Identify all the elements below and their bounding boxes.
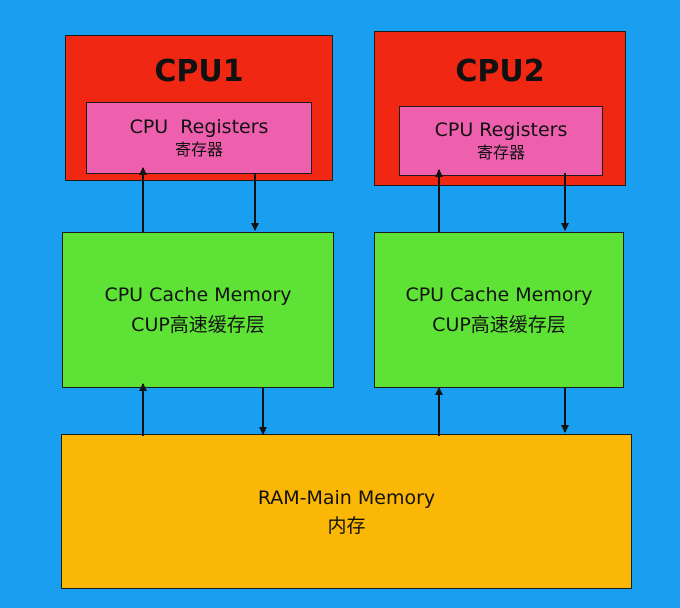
cpu2-registers-label-zh: 寄存器 xyxy=(476,143,525,162)
cpu1-registers-label: CPU Registers xyxy=(129,116,269,138)
cpu1-box: CPU1 CPU Registers 寄存器 xyxy=(65,35,333,181)
cpu2-cache-label: CPU Cache Memory xyxy=(405,284,593,306)
cpu2-registers-label: CPU Registers xyxy=(434,119,568,141)
cpu1-cache-label: CPU Cache Memory xyxy=(104,284,292,306)
cpu1-registers-label-zh: 寄存器 xyxy=(174,140,223,159)
cpu2-box: CPU2 CPU Registers 寄存器 xyxy=(374,31,626,186)
cpu1-cache-box: CPU Cache Memory CUP高速缓存层 xyxy=(62,232,334,388)
cpu1-cache-label-zh: CUP高速缓存层 xyxy=(131,314,265,336)
cpu2-title: CPU2 xyxy=(455,54,545,89)
ram-label-zh: 内存 xyxy=(327,514,366,537)
cpu2-registers-box: CPU Registers 寄存器 xyxy=(399,106,603,176)
cpu2-cache-label-zh: CUP高速缓存层 xyxy=(432,314,566,336)
ram-label: RAM-Main Memory xyxy=(257,486,436,509)
cpu1-title: CPU1 xyxy=(154,54,244,89)
cpu2-cache-box: CPU Cache Memory CUP高速缓存层 xyxy=(374,232,624,388)
ram-box: RAM-Main Memory 内存 xyxy=(61,434,632,589)
cpu1-registers-box: CPU Registers 寄存器 xyxy=(86,102,312,174)
